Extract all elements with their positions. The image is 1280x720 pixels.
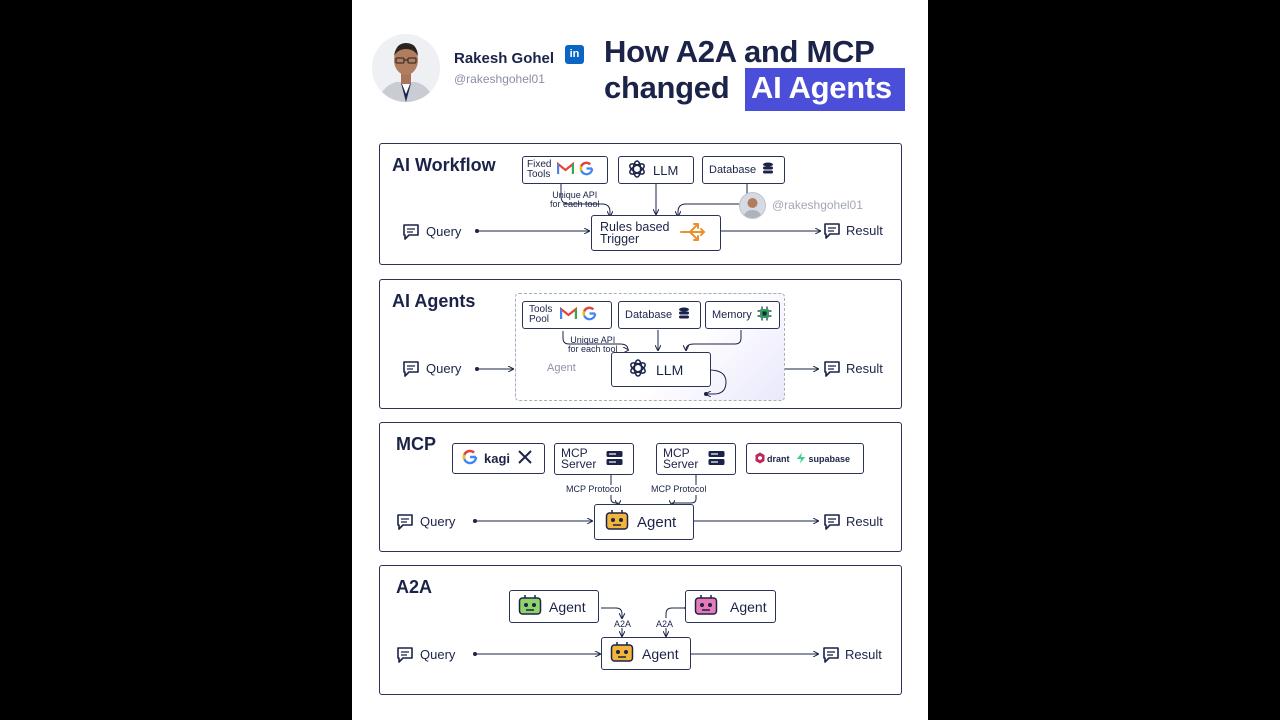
workflow-query: Query — [426, 224, 462, 239]
trigger-label: Rules based Trigger — [600, 220, 670, 246]
tools-pool-node[interactable]: Tools Pool — [522, 301, 612, 329]
watermark-avatar — [739, 192, 766, 219]
mcp-protocol-label-2: MCP Protocol — [651, 484, 707, 494]
mcp-server-label-2: MCP Server — [663, 446, 699, 471]
a2a-agent-right-node[interactable]: Agent — [685, 590, 776, 623]
google-icon — [582, 306, 597, 324]
database-icon — [762, 162, 774, 179]
chat-icon — [402, 361, 420, 377]
a2a-query: Query — [420, 647, 456, 662]
database-node[interactable]: Database — [702, 156, 785, 184]
mcp-server-label-1: MCP Server — [561, 446, 597, 471]
title-highlight-box — [745, 68, 905, 111]
mcp-title: MCP — [396, 434, 436, 454]
workflow-api-note: Unique API for each tool — [550, 190, 600, 209]
trigger-node[interactable]: Rules based Trigger — [591, 215, 721, 251]
title-highlight-text: AI Agents — [751, 70, 892, 105]
gmail-icon — [557, 161, 575, 178]
author-avatar — [372, 34, 440, 102]
server-icon — [708, 450, 725, 469]
title-line-1: How A2A and MCP — [604, 34, 875, 69]
robot-icon — [605, 509, 629, 535]
a2a-result: Result — [845, 647, 882, 662]
fixed-tools-node[interactable]: Fixed Tools — [522, 156, 608, 184]
database-label: Database — [625, 309, 673, 321]
google-icon — [462, 449, 478, 468]
mcp-query: Query — [420, 514, 456, 529]
openai-icon — [627, 159, 647, 182]
panel-a2a: A2A Agent Agent A2A A2A Agent Query Resu… — [379, 565, 902, 695]
router-icon — [679, 220, 706, 247]
a2a-label-right: A2A — [656, 619, 674, 629]
tools-pool-label: Tools Pool — [529, 304, 553, 325]
kagi-logo: kagi — [484, 451, 511, 466]
agents-result: Result — [846, 361, 883, 376]
title-line-2-prefix: changed — [604, 70, 730, 105]
llm-node[interactable]: LLM — [618, 156, 694, 184]
qdrant-icon — [755, 452, 765, 466]
mcp-agent-node[interactable]: Agent — [594, 504, 694, 540]
robot-icon — [610, 641, 634, 666]
agent-boundary-label: Agent — [547, 362, 576, 374]
author-name: Rakesh Gohel — [454, 50, 555, 67]
a2a-agent-left-label: Agent — [549, 598, 586, 615]
gmail-icon — [560, 306, 578, 323]
x-icon — [518, 450, 532, 467]
supabase-logo: supabase — [808, 453, 851, 464]
supabase-icon — [796, 452, 806, 466]
chat-icon — [823, 514, 841, 530]
a2a-label-left: A2A — [614, 619, 632, 629]
qdrant-logo: drant — [767, 453, 790, 464]
a2a-agent-left-node[interactable]: Agent — [509, 590, 599, 623]
a2a-connectors — [473, 566, 901, 694]
linkedin-icon[interactable]: in — [565, 45, 584, 64]
openai-icon — [628, 358, 648, 381]
a2a-agent-right-label: Agent — [730, 598, 767, 615]
database-icon — [678, 307, 690, 324]
mcp-server-node-2[interactable]: MCP Server — [656, 443, 736, 475]
agents-query: Query — [426, 361, 462, 376]
infographic-sheet: Rakesh Gohel in @rakeshgohel01 How A2A a… — [352, 0, 928, 720]
fixed-tools-label: Fixed Tools — [527, 159, 552, 180]
memory-label: Memory — [712, 309, 752, 321]
a2a-title: A2A — [396, 577, 433, 597]
memory-chip-icon — [757, 306, 772, 324]
chat-icon — [823, 361, 841, 377]
agents-title: AI Agents — [392, 291, 476, 311]
database-node[interactable]: Database — [618, 301, 701, 329]
server-icon — [606, 450, 623, 469]
chat-icon — [402, 224, 420, 240]
robot-icon — [518, 594, 542, 619]
author-handle: @rakeshgohel01 — [454, 72, 545, 86]
chat-icon — [396, 514, 414, 530]
a2a-agent-main-label: Agent — [642, 645, 679, 662]
mcp-result: Result — [846, 514, 883, 529]
workflow-result: Result — [846, 223, 883, 238]
chat-icon — [822, 647, 840, 663]
mcp-connectors — [473, 475, 901, 551]
chat-icon — [396, 647, 414, 663]
llm-node[interactable]: LLM — [611, 352, 711, 387]
vector-db-node[interactable]: drant supabase — [746, 443, 864, 474]
llm-label: LLM — [653, 162, 679, 178]
agents-api-note: Unique API for each tool — [568, 335, 618, 354]
a2a-agent-main-node[interactable]: Agent — [601, 637, 691, 670]
robot-icon — [694, 594, 718, 619]
llm-label: LLM — [656, 361, 684, 378]
mcp-server-node-1[interactable]: MCP Server — [554, 443, 634, 475]
google-icon — [579, 161, 594, 179]
workflow-watermark: @rakeshgohel01 — [772, 198, 863, 212]
panel-ai-workflow: AI Workflow Fixed Tools LLM Database Uni… — [379, 143, 902, 265]
workflow-title: AI Workflow — [392, 155, 496, 175]
chat-icon — [823, 223, 841, 239]
mcp-protocol-label-1: MCP Protocol — [566, 484, 622, 494]
panel-ai-agents: AI Agents Tools Pool Database Memory Uni… — [379, 279, 902, 409]
search-tools-node[interactable]: kagi — [452, 443, 545, 474]
mcp-agent-label: Agent — [637, 513, 677, 531]
panel-mcp: MCP kagi MCP Server MCP Server drant sup… — [379, 422, 902, 552]
memory-node[interactable]: Memory — [705, 301, 780, 329]
database-label: Database — [709, 164, 757, 176]
agents-connectors — [475, 330, 901, 408]
